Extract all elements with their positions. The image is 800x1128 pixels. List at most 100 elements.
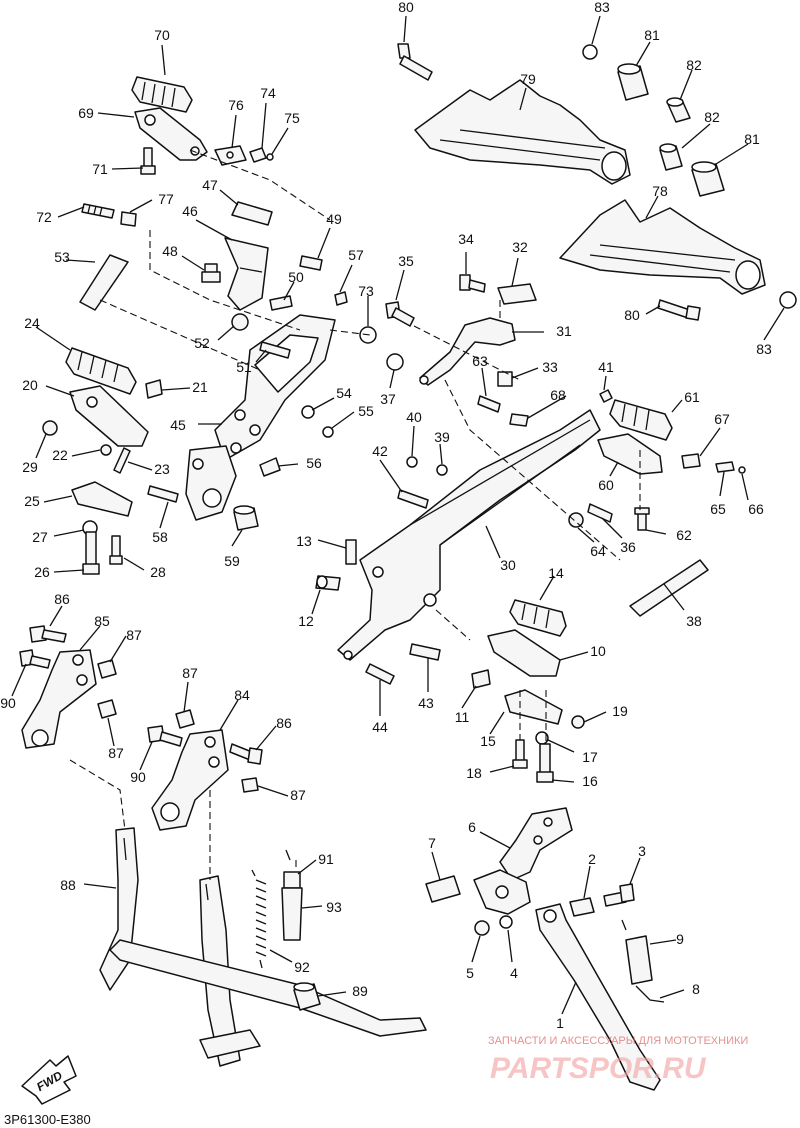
callout-42: 42 xyxy=(372,443,388,459)
callout-14: 14 xyxy=(548,565,564,581)
spring-91 xyxy=(283,849,301,889)
callout-16: 16 xyxy=(582,773,598,789)
bolt-90-right xyxy=(147,725,183,747)
fwd-arrow-icon: FWD xyxy=(21,1055,77,1105)
bracket-25 xyxy=(71,481,133,517)
callout-28: 28 xyxy=(150,564,166,580)
callout-75: 75 xyxy=(284,110,300,126)
washer-40 xyxy=(406,456,418,468)
callout-86-right: 86 xyxy=(276,715,292,731)
callout-5: 5 xyxy=(466,965,474,981)
bolt-42 xyxy=(397,489,429,509)
callout-17: 17 xyxy=(582,749,598,765)
callout-87-a: 87 xyxy=(126,627,142,643)
callout-46: 46 xyxy=(182,203,198,219)
callout-69: 69 xyxy=(78,105,94,121)
nut-87-a xyxy=(97,659,117,679)
callout-79: 79 xyxy=(520,71,536,87)
plate-76 xyxy=(214,145,247,166)
cover-93 xyxy=(281,887,303,941)
callout-59: 59 xyxy=(224,553,240,569)
cover-46 xyxy=(224,237,269,311)
callout-77: 77 xyxy=(158,191,174,207)
callout-labels: 70 69 76 74 75 71 72 77 47 46 49 48 53 5… xyxy=(0,0,772,1031)
ball-75 xyxy=(266,153,274,161)
spring-65 xyxy=(715,461,735,473)
callout-44: 44 xyxy=(372,719,388,735)
spring-9 xyxy=(621,919,665,1003)
callout-15: 15 xyxy=(480,733,496,749)
bracket-plate-body xyxy=(185,445,237,521)
callout-67: 67 xyxy=(714,411,730,427)
callout-4: 4 xyxy=(510,965,518,981)
bolt-36 xyxy=(587,503,613,523)
callout-10: 10 xyxy=(590,643,606,659)
bolt-44 xyxy=(365,663,395,685)
callout-39: 39 xyxy=(434,429,450,445)
callout-64: 64 xyxy=(590,543,606,559)
callout-93: 93 xyxy=(326,899,342,915)
footrest-bracket-69 xyxy=(134,107,208,161)
bolt-28 xyxy=(109,535,123,565)
bolt-63 xyxy=(477,395,501,413)
callout-60: 60 xyxy=(598,477,614,493)
bracket-84 xyxy=(151,729,229,831)
nut-55 xyxy=(322,426,334,438)
watermark-tagline: ЗАПЧАСТИ И АКСЕССУАРЫ ДЛЯ МОТОТЕХНИКИ xyxy=(488,1035,748,1047)
callout-38: 38 xyxy=(686,613,702,629)
callout-71: 71 xyxy=(92,161,108,177)
callout-34: 34 xyxy=(458,231,474,247)
pin-41 xyxy=(599,389,613,403)
callout-89: 89 xyxy=(352,983,368,999)
callout-80-top: 80 xyxy=(398,0,414,15)
frame-bracket-30 xyxy=(337,409,601,661)
ball-29 xyxy=(42,420,58,436)
callout-90-left: 90 xyxy=(0,695,16,711)
callout-90-right: 90 xyxy=(130,769,146,785)
nut-87-d xyxy=(241,777,259,793)
pin-23 xyxy=(113,447,131,474)
bracket-85 xyxy=(21,649,97,749)
washer-83-top xyxy=(582,44,598,60)
bracket-79 xyxy=(414,79,631,185)
callout-6: 6 xyxy=(468,819,476,835)
callout-88: 88 xyxy=(60,877,76,893)
callout-80-mid: 80 xyxy=(624,307,640,323)
bolt-71 xyxy=(140,147,156,175)
plate-53 xyxy=(79,254,129,311)
bolt-80-mid xyxy=(657,299,701,321)
callout-54: 54 xyxy=(336,385,352,401)
callout-35: 35 xyxy=(398,253,414,269)
callout-91: 91 xyxy=(318,851,334,867)
collar-12 xyxy=(315,575,341,591)
bolt-26 xyxy=(82,531,100,575)
watermark-logo: PARTSPOR.RU xyxy=(490,1052,707,1085)
callout-19: 19 xyxy=(612,703,628,719)
collar-37 xyxy=(386,353,404,371)
nut-87-b xyxy=(97,699,117,719)
callout-82-top: 82 xyxy=(686,57,702,73)
bolt-56 xyxy=(259,457,281,477)
callout-82-mid: 82 xyxy=(704,109,720,125)
callout-92: 92 xyxy=(294,959,310,975)
callout-30: 30 xyxy=(500,557,516,573)
callout-62: 62 xyxy=(676,527,692,543)
washer-83-mid xyxy=(779,291,797,309)
bolt-72 xyxy=(81,203,115,219)
sidestand-1 xyxy=(535,903,661,1091)
spring-74 xyxy=(249,147,267,163)
callout-83-top: 83 xyxy=(594,0,610,15)
bolt-43 xyxy=(409,643,441,661)
callout-18: 18 xyxy=(466,765,482,781)
cover-38 xyxy=(629,559,709,617)
nut-64 xyxy=(568,512,584,528)
bracket-45 xyxy=(214,314,336,461)
bolt-16 xyxy=(536,743,554,783)
bolt-80-top xyxy=(397,43,433,81)
callout-74: 74 xyxy=(260,85,276,101)
spring-21 xyxy=(145,379,163,399)
callout-70: 70 xyxy=(154,27,170,43)
callout-9: 9 xyxy=(676,931,684,947)
callout-13: 13 xyxy=(296,533,312,549)
